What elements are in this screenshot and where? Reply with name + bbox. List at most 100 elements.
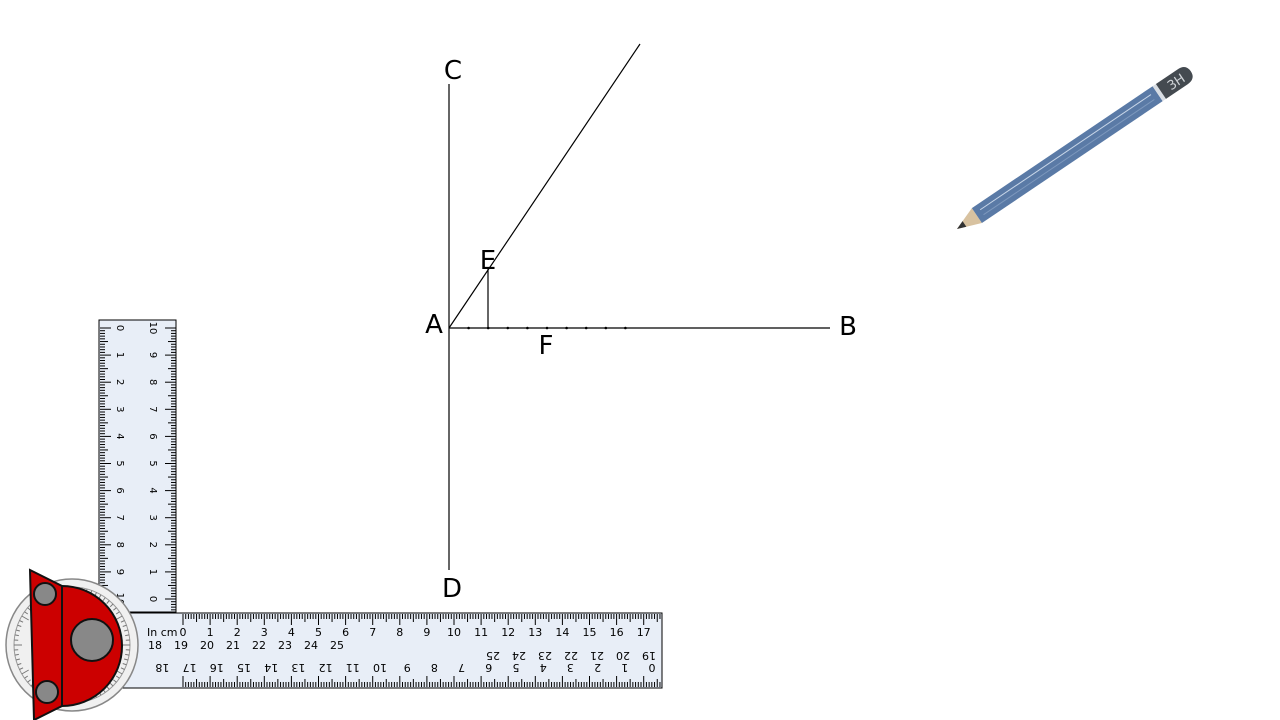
ruler-flipped-number: 9 <box>404 661 411 674</box>
ruler-flipped-number: 1 <box>621 661 628 674</box>
dial-tick <box>120 667 125 670</box>
dial-tick <box>21 669 29 675</box>
ruler-flipped-number: 14 <box>264 661 278 674</box>
division-dot <box>624 326 627 330</box>
ruler-number: 2 <box>114 379 125 385</box>
dial-tick <box>14 634 19 637</box>
ruler-number: 4 <box>147 487 158 493</box>
pencil-stripe <box>979 94 1152 211</box>
ruler-number: 6 <box>114 487 125 493</box>
ruler-flipped-number: 7 <box>458 661 465 674</box>
pencil-band <box>1152 83 1166 102</box>
hinge-knob-bottom[interactable] <box>35 680 59 704</box>
ruler-number: 7 <box>114 515 125 521</box>
dial-tick <box>115 611 120 615</box>
ruler-inch-number: 24 <box>304 639 318 652</box>
dial-tick <box>17 662 22 666</box>
dial-tick <box>125 653 130 656</box>
ruler-flipped-number: 0 <box>649 661 656 674</box>
ruler-number: 16 <box>610 626 624 639</box>
ruler-number: 5 <box>315 626 322 639</box>
dial-tick <box>24 611 29 615</box>
ruler-flipped-number: 22 <box>564 649 578 662</box>
protractor-hinge[interactable] <box>5 568 139 720</box>
ruler-number: 1 <box>147 569 158 575</box>
ruler-flipped-number: 23 <box>538 649 552 662</box>
dial-tick <box>19 620 24 623</box>
division-dot <box>467 326 470 330</box>
ruler-number: 14 <box>555 626 569 639</box>
ruler-number: 2 <box>147 542 158 548</box>
ruler-number: 15 <box>583 626 597 639</box>
ruler-number: 13 <box>528 626 542 639</box>
division-dot <box>604 326 608 330</box>
ruler-inch-number: 22 <box>252 639 266 652</box>
ruler-flipped-number: 15 <box>237 661 251 674</box>
ruler-inch-number: 18 <box>148 639 162 652</box>
dial-tick <box>124 629 129 632</box>
ruler-number: 6 <box>342 626 349 639</box>
ruler-flipped-number: 11 <box>346 661 360 674</box>
dial-tick <box>27 679 31 683</box>
dial-tick <box>109 603 114 608</box>
dial-tick <box>122 624 127 628</box>
ruler-flipped-number: 18 <box>155 661 169 674</box>
ruler-flipped-number: 4 <box>540 661 547 674</box>
ruler-number: 3 <box>261 626 268 639</box>
dial-tick <box>14 653 19 656</box>
ruler-number: 11 <box>474 626 488 639</box>
ruler-flipped-number: 2 <box>594 661 601 674</box>
dial-tick <box>15 658 20 661</box>
horizontal-ruler-body <box>81 612 663 689</box>
ruler-inch-number: 19 <box>174 639 188 652</box>
pencil-body <box>971 86 1163 224</box>
dial-tick <box>122 662 127 666</box>
ruler-flipped-number: 6 <box>485 661 492 674</box>
ruler-number: 17 <box>637 626 651 639</box>
angle-ray <box>448 43 641 329</box>
pencil-tool[interactable]: 3H <box>952 64 1196 237</box>
point-label-f: F <box>539 331 554 361</box>
division-dot <box>526 326 529 330</box>
ruler-number: 9 <box>114 569 125 575</box>
ruler-inch-number: 23 <box>278 639 292 652</box>
ruler-flipped-number: 21 <box>590 649 604 662</box>
ruler-flipped-number: 8 <box>431 661 438 674</box>
ruler-unit-label: In cm <box>147 626 177 639</box>
point-label-b: B <box>839 312 857 342</box>
dial-tick <box>106 600 110 604</box>
dial-tick <box>125 634 130 637</box>
point-label-e: E <box>480 246 496 276</box>
ruler-flipped-number: 10 <box>373 661 387 674</box>
ruler-flipped-number: 13 <box>291 661 305 674</box>
ruler-flipped-number: 5 <box>513 661 520 674</box>
point-label-a: A <box>425 310 443 340</box>
vertical-ruler-ticks <box>100 327 176 611</box>
dial-tick <box>102 597 106 602</box>
pencil-lead <box>957 221 967 229</box>
ruler-number: 9 <box>147 352 158 358</box>
dial-tick <box>113 607 117 611</box>
dial-tick <box>109 682 114 687</box>
dial-tick <box>124 658 129 661</box>
ruler-number: 7 <box>147 406 158 412</box>
point-label-c: C <box>444 56 462 86</box>
ruler-inch-number: 21 <box>226 639 240 652</box>
ruler-number: 7 <box>369 626 376 639</box>
point-label-d: D <box>442 574 462 604</box>
ruler-number: 6 <box>147 433 158 439</box>
ruler-flipped-number: 16 <box>210 661 224 674</box>
vertical-ruler[interactable]: 010192837465564738291100 <box>98 319 177 613</box>
ruler-inch-number: 25 <box>330 639 344 652</box>
ruler-number: 9 <box>423 626 430 639</box>
construction: C A B D E F <box>425 43 857 604</box>
ruler-number: 1 <box>207 626 214 639</box>
hinge-knob-top[interactable] <box>33 582 57 606</box>
division-dot <box>486 326 490 330</box>
division-dot <box>584 326 588 330</box>
hinge-knob-center[interactable] <box>70 618 114 662</box>
pencil-stripe-2 <box>983 99 1155 216</box>
division-dot <box>565 326 568 330</box>
